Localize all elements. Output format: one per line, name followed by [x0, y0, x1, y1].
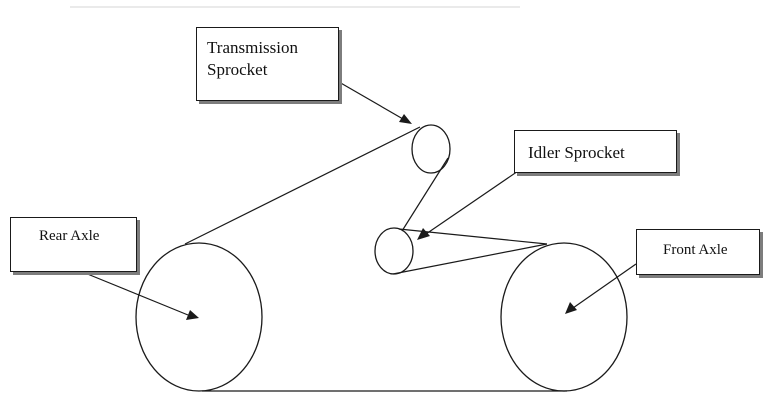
- rear-axle-arrowhead: [186, 310, 199, 320]
- transmission-label-line1: Transmission: [207, 38, 299, 57]
- transmission-sprocket: [411, 124, 451, 174]
- idler-label-text: Idler Sprocket: [528, 143, 625, 162]
- rear-axle-pointer: [84, 272, 189, 316]
- transmission-arrowhead: [399, 114, 412, 124]
- idler-sprocket-label: Idler Sprocket: [514, 130, 677, 173]
- front-axle-pointer: [572, 263, 637, 309]
- front-axle-label-text: Front Axle: [663, 242, 728, 258]
- transmission-sprocket-label: Transmission Sprocket: [196, 27, 339, 101]
- front-axle-label: Front Axle: [636, 229, 760, 275]
- front-axle-arrowhead: [565, 302, 577, 314]
- rear-axle-wheel: [135, 242, 263, 392]
- front-axle-wheel: [500, 242, 628, 392]
- chain-rear-to-transmission: [184, 126, 421, 245]
- idler-sprocket: [374, 227, 414, 275]
- transmission-pointer: [338, 81, 404, 120]
- transmission-label-line2: Sprocket: [207, 60, 268, 80]
- rear-axle-label: Rear Axle: [10, 217, 137, 272]
- chain-idler-to-front-lower: [392, 243, 548, 275]
- idler-arrowhead: [417, 228, 430, 240]
- chain-transmission-to-idler: [401, 157, 449, 232]
- rear-axle-label-text: Rear Axle: [39, 228, 100, 244]
- idler-pointer: [425, 166, 525, 235]
